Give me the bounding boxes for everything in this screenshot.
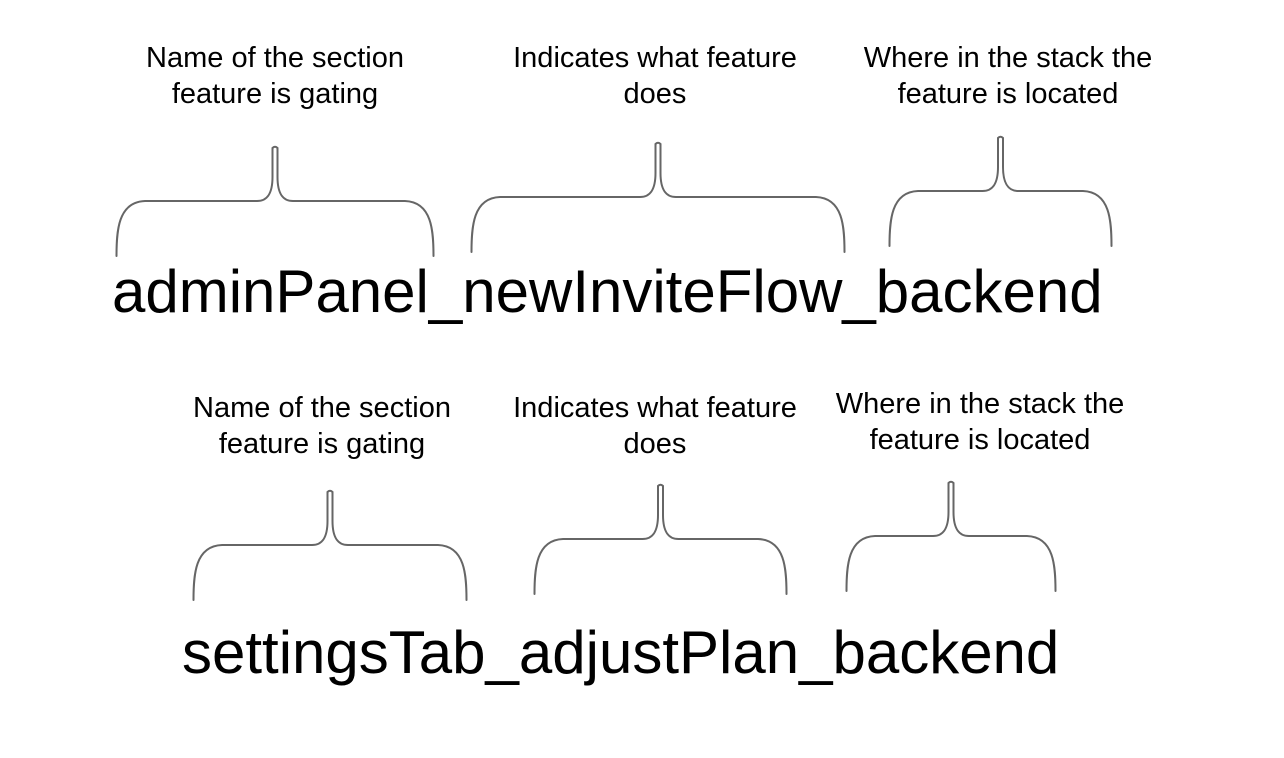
- curly-brace-icon: [192, 489, 468, 601]
- annotation-line-1: Where in the stack the: [835, 388, 1125, 420]
- feature-flag-name: adminPanel_newInviteFlow_backend: [112, 258, 1103, 325]
- annotation-line-2: feature is gating: [218, 428, 426, 460]
- curly-brace-icon: [533, 483, 788, 595]
- curly-brace-icon: [845, 480, 1057, 592]
- curly-brace-icon: [115, 145, 435, 257]
- annotation-section-label: Name of the section feature is gating: [75, 40, 475, 112]
- annotation-line-1: Indicates what feature: [513, 42, 797, 74]
- annotation-line-2: feature is located: [869, 424, 1091, 456]
- annotation-line-2: feature is gating: [171, 78, 379, 110]
- annotation-line-1: Name of the section: [146, 42, 404, 74]
- annotation-stack-label: Where in the stack the feature is locate…: [808, 40, 1208, 112]
- annotation-section-label: Name of the section feature is gating: [122, 390, 522, 462]
- curly-brace-icon: [470, 141, 846, 253]
- annotation-feature-label: Indicates what feature does: [455, 40, 855, 112]
- feature-flag-name: settingsTab_adjustPlan_backend: [182, 619, 1060, 686]
- annotation-line-1: Name of the section: [193, 392, 451, 424]
- annotation-line-2: does: [623, 78, 687, 110]
- annotation-line-1: Indicates what feature: [513, 392, 797, 424]
- annotation-line-1: Where in the stack the: [863, 42, 1153, 74]
- curly-brace-icon: [888, 135, 1113, 247]
- annotation-line-2: feature is located: [897, 78, 1119, 110]
- annotation-feature-label: Indicates what feature does: [455, 390, 855, 462]
- annotation-line-2: does: [623, 428, 687, 460]
- annotation-stack-label: Where in the stack the feature is locate…: [780, 386, 1180, 458]
